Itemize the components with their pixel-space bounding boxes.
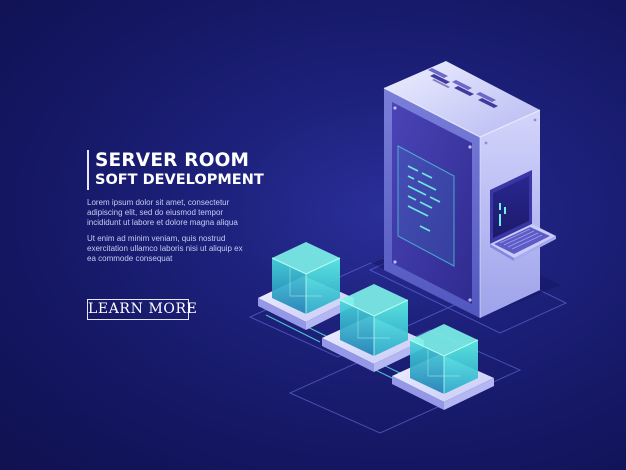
data-cube-icon bbox=[258, 242, 494, 410]
hero-text: SERVER ROOM SOFT DEVELOPMENT Lorem ipsum… bbox=[87, 150, 264, 264]
page-title: SERVER ROOM bbox=[95, 150, 250, 171]
page-subtitle: SOFT DEVELOPMENT bbox=[95, 172, 264, 188]
body-paragraph-2: Ut enim ad minim veniam, quis nostrud ex… bbox=[87, 234, 243, 263]
laptop-icon bbox=[490, 170, 556, 261]
data-cube-3 bbox=[392, 324, 494, 410]
body-paragraph-1: Lorem ipsum dolor sit amet, consectetur … bbox=[87, 198, 238, 227]
title-group: SERVER ROOM SOFT DEVELOPMENT bbox=[87, 150, 264, 190]
server-rack-icon bbox=[370, 61, 560, 318]
data-cube-1 bbox=[258, 242, 354, 330]
learn-more-button[interactable]: LEARN MORE bbox=[87, 299, 197, 320]
data-cube-2 bbox=[322, 284, 424, 372]
